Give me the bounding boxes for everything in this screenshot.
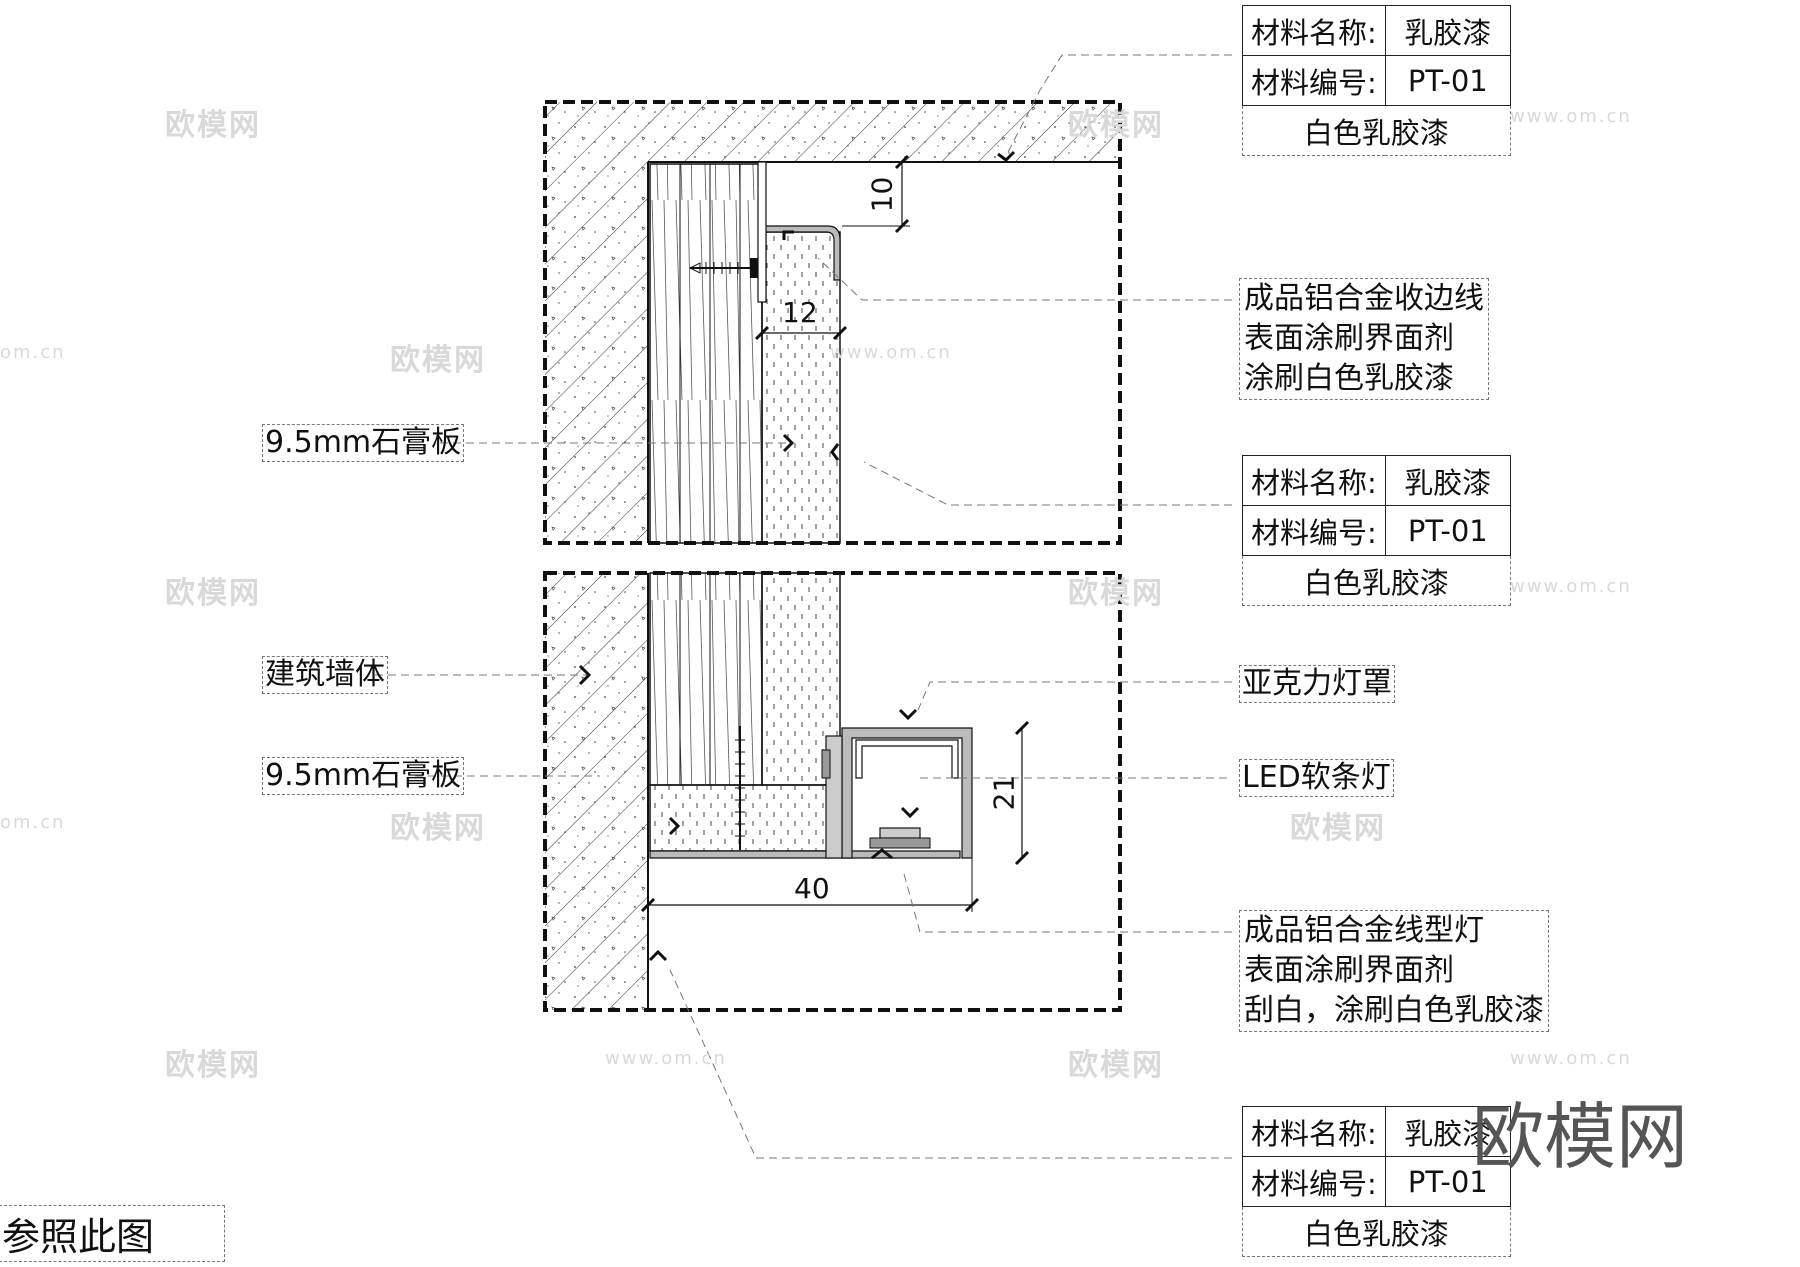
bottom-gypsum-horizontal <box>649 784 841 852</box>
tag-description: 白色乳胶漆 <box>1242 105 1511 156</box>
tag-description: 白色乳胶漆 <box>1242 555 1511 606</box>
tag-name-value: 乳胶漆 <box>1384 1106 1511 1157</box>
top-screw-icon <box>688 258 758 278</box>
top-aluminium-trim <box>759 225 841 301</box>
watermark: 欧模网 <box>1068 576 1164 611</box>
tag-code-key: 材料编号: <box>1242 505 1386 556</box>
watermark: 欧模网 <box>1068 1048 1164 1083</box>
watermark: 欧模网 <box>1068 108 1164 143</box>
watermark: 欧模网 <box>165 1048 261 1083</box>
top-detail <box>440 54 1232 545</box>
tag-description: 白色乳胶漆 <box>1242 1206 1511 1257</box>
material-tag-1: 材料名称:乳胶漆 材料编号:PT-01 白色乳胶漆 <box>1242 5 1511 156</box>
watermark-url: www.om.cn <box>830 342 952 363</box>
watermark: 欧模网 <box>1290 811 1386 846</box>
tag-code-value: PT-01 <box>1384 505 1511 556</box>
note-led-strip: LED软条灯 <box>1239 759 1394 797</box>
top-wood-base <box>649 163 763 544</box>
watermark-url: om.cn <box>0 342 66 363</box>
note-line: 成品铝合金收边线 <box>1244 281 1484 316</box>
bottom-screw-icon <box>735 726 745 850</box>
tag-name-key: 材料名称: <box>1242 5 1386 56</box>
top-detail-frame <box>543 100 1122 545</box>
note-line: 表面涂刷界面剂 <box>1244 321 1454 356</box>
watermark-url: www.om.cn <box>1510 1048 1632 1069</box>
note-line: 成品铝合金线型灯 <box>1244 913 1484 948</box>
note-acrylic-cover: 亚克力灯罩 <box>1239 665 1395 703</box>
reference-label: 参照此图 <box>0 1205 226 1262</box>
label-building-wall: 建筑墙体 <box>262 656 388 694</box>
dim-21: 21 <box>987 774 1021 811</box>
led-strip <box>879 827 921 839</box>
tag-code-value: PT-01 <box>1384 1156 1511 1207</box>
bottom-detail <box>375 571 1232 1159</box>
note-bottom-light: 成品铝合金线型灯 表面涂刷界面剂 刮白，涂刷白色乳胶漆 <box>1239 910 1549 1032</box>
tag-code-value: PT-01 <box>1384 55 1511 106</box>
note-line: 刮白，涂刷白色乳胶漆 <box>1244 993 1544 1028</box>
watermark-url: www.om.cn <box>605 1048 727 1069</box>
tag-code-key: 材料编号: <box>1242 1156 1386 1207</box>
tag-name-key: 材料名称: <box>1242 455 1386 506</box>
watermark: 欧模网 <box>165 108 261 143</box>
acrylic-cover <box>855 739 959 779</box>
label-gypsum-bottom: 9.5mm石膏板 <box>261 757 465 795</box>
watermark-url: www.om.cn <box>1510 576 1632 597</box>
material-tag-3: 材料名称:乳胶漆 材料编号:PT-01 白色乳胶漆 <box>1242 1106 1511 1257</box>
note-line: 表面涂刷界面剂 <box>1244 953 1454 988</box>
dim-12: 12 <box>782 296 818 329</box>
watermark: 欧模网 <box>165 576 261 611</box>
top-gypsum-board <box>761 231 841 544</box>
tag-name-key: 材料名称: <box>1242 1106 1386 1157</box>
tag-name-value: 乳胶漆 <box>1384 5 1511 56</box>
material-tag-2: 材料名称:乳胶漆 材料编号:PT-01 白色乳胶漆 <box>1242 455 1511 606</box>
bottom-detail-frame <box>543 571 1122 1012</box>
tag-code-key: 材料编号: <box>1242 55 1386 106</box>
watermark: 欧模网 <box>390 811 486 846</box>
bottom-wood-base <box>649 572 763 786</box>
brand-watermark: 欧模网 <box>1472 1095 1689 1179</box>
dim-10: 10 <box>865 176 899 213</box>
dim-40: 40 <box>794 872 830 905</box>
watermark-url: www.om.cn <box>1510 106 1632 127</box>
label-gypsum-top: 9.5mm石膏板 <box>261 424 465 462</box>
watermark: 欧模网 <box>390 343 486 378</box>
watermark-url: om.cn <box>0 812 66 833</box>
note-top-trim: 成品铝合金收边线 表面涂刷界面剂 涂刷白色乳胶漆 <box>1239 278 1489 400</box>
aluminium-light-profile <box>649 850 961 859</box>
tag-name-value: 乳胶漆 <box>1384 455 1511 506</box>
note-line: 涂刷白色乳胶漆 <box>1244 361 1454 396</box>
